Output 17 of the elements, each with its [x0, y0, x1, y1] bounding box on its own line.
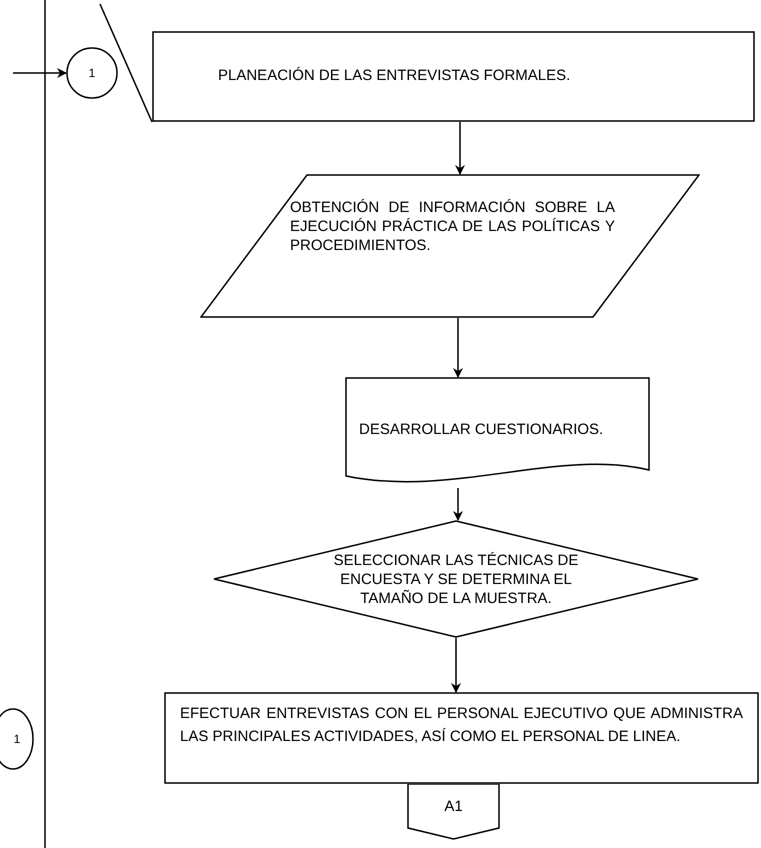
arrow: [453, 488, 463, 521]
node-label: 1: [88, 65, 96, 81]
process-box: [152, 31, 755, 122]
decision-diamond: [213, 520, 699, 638]
arrow: [451, 638, 461, 693]
connector-circle: [66, 47, 118, 99]
arrow: [13, 68, 67, 78]
arrow: [455, 122, 465, 175]
node-label: A1: [444, 796, 463, 817]
node-label: SELECCIONAR LAS TÉCNICAS DE ENCUESTA Y SE DETERMINA EL TAMAÑO DE LA MUESTRA.: [332, 550, 580, 608]
node-label: DESARROLLAR CUESTIONARIOS.: [359, 421, 604, 438]
node-label: 1: [14, 731, 20, 747]
node-label: OBTENCIÓN DE INFORMACIÓN SOBRE LA EJECUCIÓN PRÁCTICA DE LAS POLÍTICAS Y PROCEDIMIENTOS.: [290, 199, 615, 254]
arrow: [453, 318, 463, 378]
data-parallelogram: [200, 174, 700, 318]
node-label: EFECTUAR ENTREVISTAS CON EL PERSONAL EJECUTIVO QUE ADMINISTRA LAS PRINCIPALES ACTIVIDADES, ASÍ COMO EL PERSONAL DE LINEA.: [180, 705, 743, 745]
node-label: PLANEACIÓN DE LAS ENTREVISTAS FORMALES.: [218, 66, 570, 86]
